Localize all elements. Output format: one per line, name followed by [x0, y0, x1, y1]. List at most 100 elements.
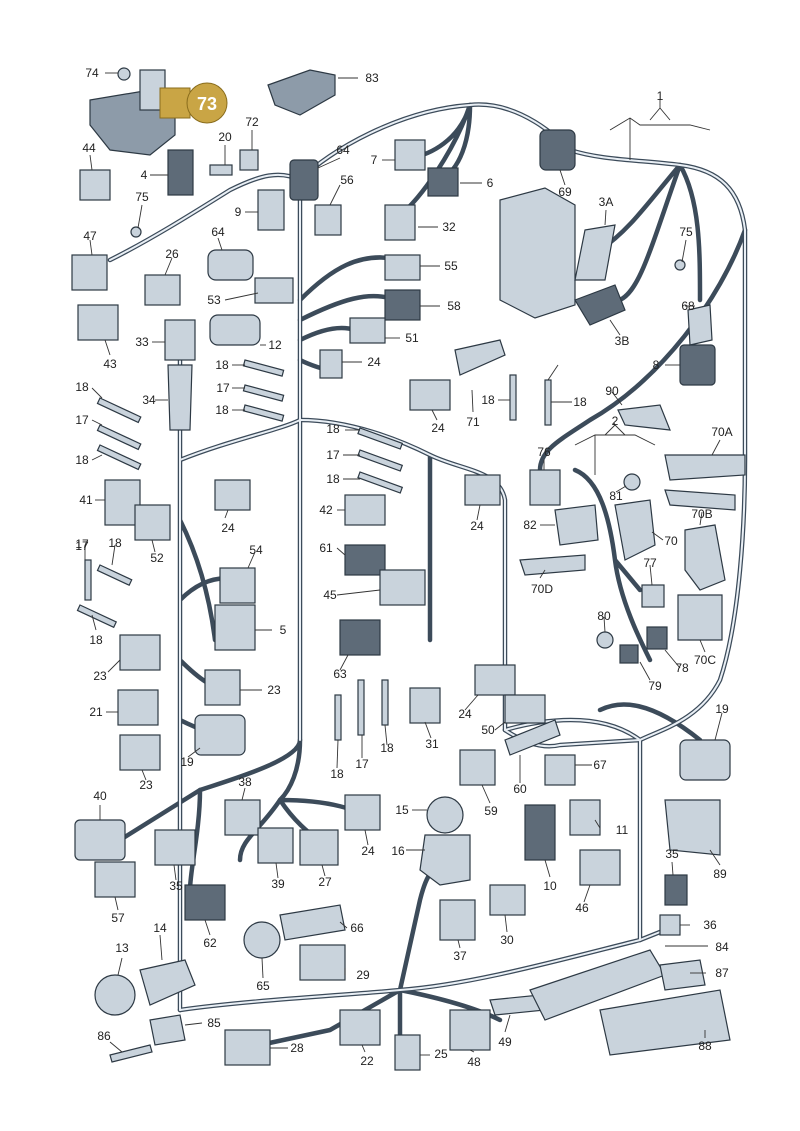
part-number-label: 89 [713, 867, 727, 881]
connector-40-part [74, 819, 126, 861]
part-number-label: 45 [323, 588, 337, 602]
part-68 [687, 304, 713, 346]
part-number-label: 24 [221, 521, 235, 535]
connector-48-part [449, 1009, 491, 1051]
part-number-label: 46 [575, 901, 589, 915]
part-number-label: 57 [111, 911, 125, 925]
part-number-label: 12 [268, 338, 282, 352]
part-number-label: 84 [715, 940, 729, 954]
part-number-label: 26 [165, 247, 179, 261]
connector-24c-part [214, 479, 251, 511]
part-number-label: 86 [97, 1029, 111, 1043]
connector-23c-part [119, 734, 161, 771]
part-number-label: 53 [207, 293, 221, 307]
part-number-label: 10 [543, 879, 557, 893]
connector-32-part [384, 204, 416, 241]
part-number-label: 31 [425, 737, 439, 751]
group-brackets [574, 107, 711, 475]
part-number-label: 70D [531, 582, 553, 596]
part-number-label: 18 [215, 358, 229, 372]
eyelet-75b-part [674, 259, 686, 271]
connector-10-part [524, 804, 556, 861]
connector-28-part [224, 1029, 271, 1066]
part-number-label: 70 [664, 534, 678, 548]
connector-21-part [117, 689, 159, 726]
part-number-label: 18 [330, 767, 344, 781]
part-number-label: 62 [203, 936, 217, 950]
connector-37-part [439, 899, 476, 941]
connector-35b-part [664, 874, 688, 906]
part-number-label: 35 [665, 847, 679, 861]
connector-23b-part [204, 669, 241, 706]
terminal-17-part [242, 384, 285, 402]
part-number-label: 18 [380, 741, 394, 755]
terminal-17-part [357, 449, 404, 472]
connector-43-part [77, 304, 119, 341]
part-number-label: 60 [513, 782, 527, 796]
terminal-18-part [334, 694, 342, 741]
connector-27-part [299, 829, 339, 866]
part-number-label: 17 [75, 537, 89, 551]
terminal-18-part [544, 379, 552, 426]
connector-11-part [569, 799, 601, 836]
connector-31-part [409, 687, 441, 724]
terminal-18-part [96, 564, 133, 587]
part-number-label: 55 [444, 259, 458, 273]
part-number-label: 54 [249, 543, 263, 557]
part-number-label: 36 [703, 918, 717, 932]
part-number-label: 47 [83, 229, 97, 243]
connector-65-part [243, 921, 281, 959]
part-number-label: 18 [481, 393, 495, 407]
part-number-label: 69 [558, 185, 572, 199]
bracket-87-part [659, 959, 706, 991]
part-number-label: 19 [180, 755, 194, 769]
part-number-label: 75 [135, 190, 149, 204]
leader-lines [84, 72, 723, 1056]
part-number-label: 25 [434, 1047, 448, 1061]
highlight-callout-73[interactable]: 73 [159, 82, 228, 124]
bolt-74-part [117, 67, 131, 81]
connector-6-part [427, 167, 459, 197]
part-number-label: 80 [597, 609, 611, 623]
part-number-label: 49 [498, 1035, 512, 1049]
part-3B [574, 284, 626, 326]
boot-14-part [139, 959, 196, 1006]
part-number-label: 90 [605, 384, 619, 398]
part-70A [664, 454, 746, 481]
part-number-label: 23 [267, 683, 281, 697]
bracket-83-part [267, 69, 336, 116]
connector-45-part [379, 569, 426, 606]
part-number-label: 18 [326, 472, 340, 486]
part-70C-seal [677, 594, 723, 641]
terminal-18-part [76, 604, 118, 629]
connector-13-part [94, 974, 136, 1016]
part-number-label: 24 [458, 707, 472, 721]
part-number-label: 14 [153, 921, 167, 935]
terminal-17-part [357, 679, 365, 736]
connector-64b-part [207, 249, 254, 281]
part-number-label: 70C [694, 653, 716, 667]
part-number-label: 88 [698, 1039, 712, 1053]
connector-35a-part [154, 829, 196, 866]
connector-76-part [529, 469, 561, 506]
highlight-label: 73 [197, 94, 217, 114]
part-number-label: 17 [326, 448, 340, 462]
bracket-85-part [149, 1014, 186, 1046]
part-70D [519, 554, 586, 576]
part-number-label: 18 [108, 536, 122, 550]
part-number-label: 74 [85, 66, 99, 80]
connector-46-part [579, 849, 621, 886]
part-number-label: 20 [218, 130, 232, 144]
part-number-label: 6 [487, 176, 494, 190]
part-number-label: 17 [75, 539, 89, 553]
part-number-label: 64 [211, 225, 225, 239]
part-number-label: 1 [657, 89, 664, 103]
part-number-label: 39 [271, 877, 285, 891]
bracket-82-part [554, 504, 599, 546]
parts [71, 67, 746, 1071]
part-number-label: 78 [675, 661, 689, 675]
part-70C [684, 524, 726, 591]
part-number-label: 40 [93, 789, 107, 803]
connector-50-part [504, 694, 546, 724]
